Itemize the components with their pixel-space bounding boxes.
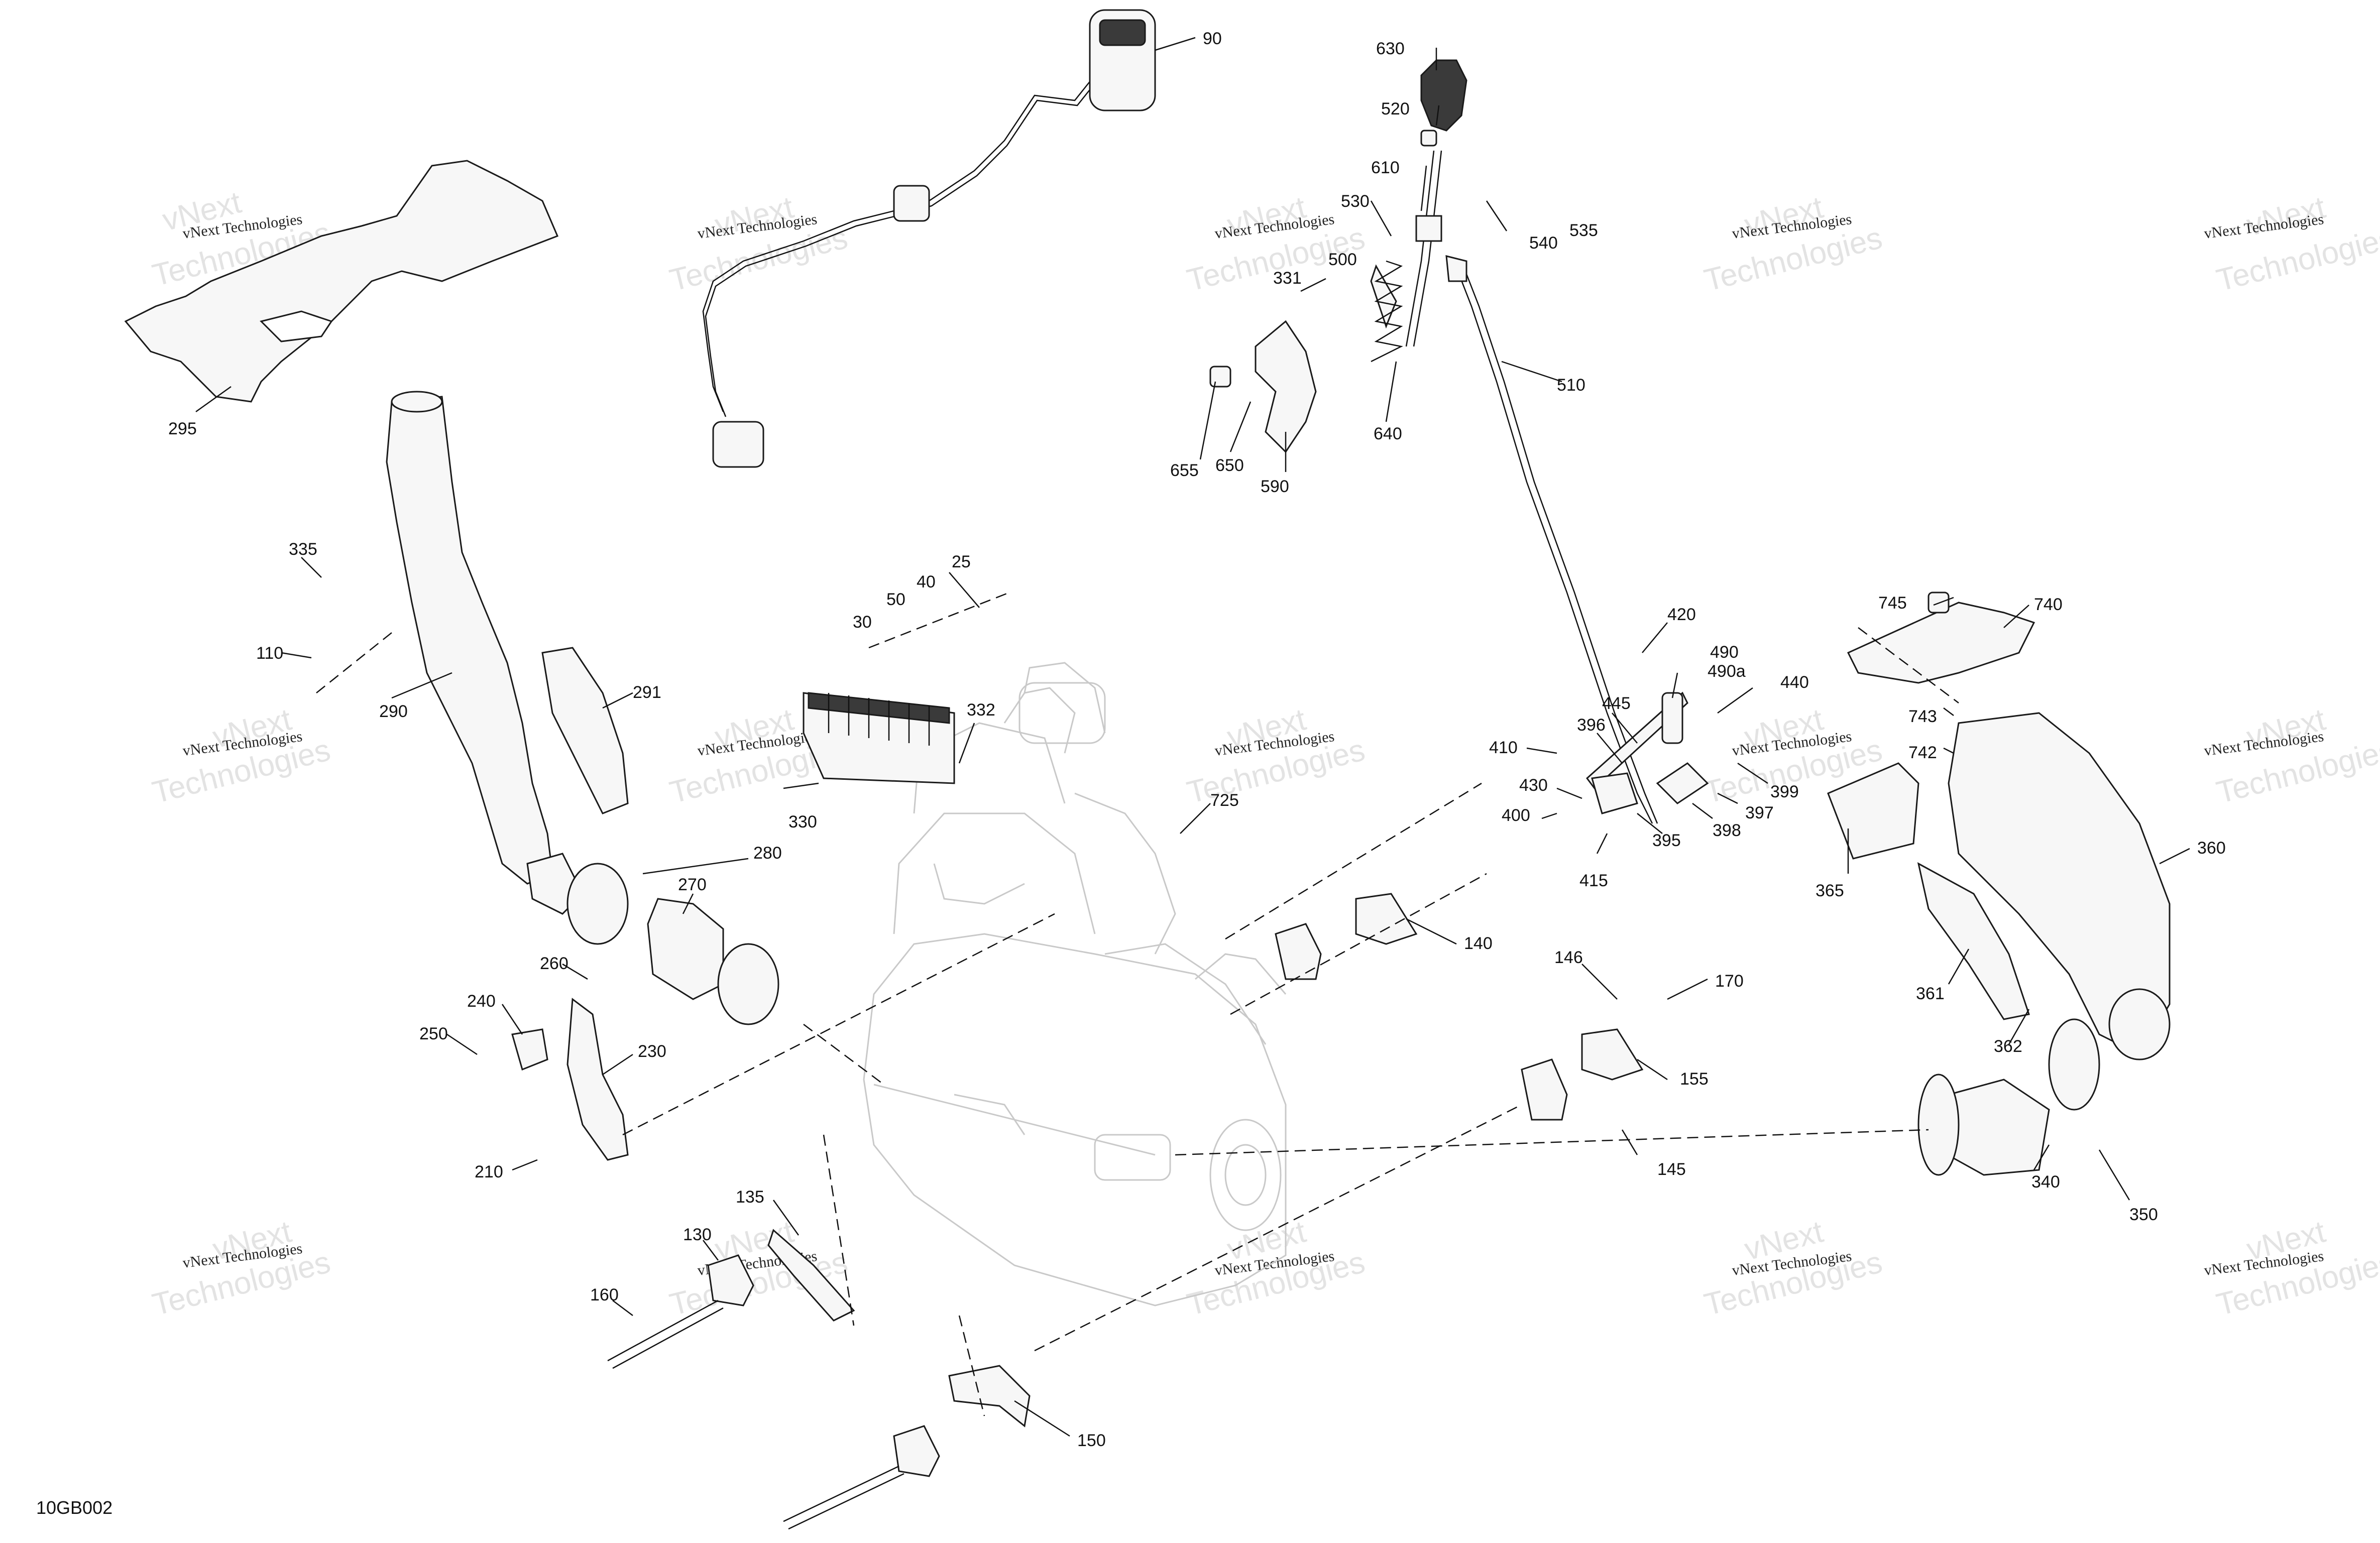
callout-420: 420: [1667, 605, 1696, 624]
callout-230: 230: [638, 1042, 666, 1061]
engine-mount-140: [1275, 893, 1418, 980]
callout-440: 440: [1780, 673, 1809, 692]
callout-530: 530: [1341, 192, 1370, 211]
callout-340: 340: [2031, 1172, 2060, 1192]
callout-500: 500: [1328, 250, 1357, 269]
callout-350: 350: [2129, 1205, 2158, 1224]
callout-743: 743: [1908, 707, 1937, 726]
callout-90: 90: [1203, 29, 1222, 48]
engine-mount-130: [607, 1229, 855, 1369]
callout-365: 365: [1816, 881, 1844, 900]
callout-145: 145: [1657, 1160, 1686, 1179]
callout-725: 725: [1210, 791, 1239, 810]
callout-540: 540: [1529, 233, 1558, 253]
callout-490a: 490a: [1708, 662, 1746, 681]
skid-plate-295: [124, 160, 558, 403]
engine-mount-150: [783, 1365, 1031, 1530]
callout-260: 260: [540, 954, 569, 973]
diagram-code: 10GB002: [36, 1497, 112, 1518]
callout-150: 150: [1077, 1431, 1106, 1450]
watermark-top-center-right: vNext Technologies vNext Technologies: [1701, 190, 1886, 298]
callout-170: 170: [1715, 972, 1744, 991]
watermark-top-right: vNext Technologies vNext Technologies: [2203, 190, 2380, 298]
watermark-bottom-center-right: vNext Technologies vNext Technologies: [1701, 1214, 1886, 1322]
callout-130: 130: [683, 1225, 712, 1244]
callout-630: 630: [1376, 39, 1405, 58]
engine-mount-155: [1521, 1028, 1644, 1121]
watermark-middle-right: vNext Technologies vNext Technologies: [2203, 702, 2380, 810]
bracket-740: [1847, 591, 2035, 684]
callout-210: 210: [475, 1162, 503, 1181]
callout-110: 110: [256, 644, 283, 663]
callout-397: 397: [1745, 803, 1774, 822]
watermark-top-center-left: vNext Technologies vNext Technologies: [666, 190, 851, 298]
callout-742: 742: [1908, 743, 1937, 762]
callout-50: 50: [886, 590, 905, 609]
linkage-assembly: [1585, 691, 1709, 814]
callout-398: 398: [1713, 821, 1741, 840]
callout-430: 430: [1519, 776, 1548, 795]
callout-332: 332: [967, 700, 995, 720]
callout-135: 135: [736, 1188, 764, 1207]
assembly-lines: [316, 591, 1959, 1416]
wiring-harness-90: [702, 9, 1156, 468]
watermark-bottom-right: vNext Technologies vNext Technologies: [2203, 1214, 2380, 1322]
callout-396: 396: [1577, 716, 1606, 735]
callout-650: 650: [1215, 456, 1244, 475]
callout-410: 410: [1489, 738, 1518, 757]
engine-ghost-drawing: [863, 662, 1287, 1307]
callout-395: 395: [1652, 831, 1681, 850]
callout-331: 331: [1273, 269, 1302, 288]
callout-295: 295: [168, 419, 197, 438]
callout-146: 146: [1554, 948, 1583, 967]
coupler-270: [566, 863, 779, 1025]
callout-labels: 90 630 520 610 530 500 331 535 540 510 6…: [168, 29, 2226, 1450]
callout-640: 640: [1374, 424, 1402, 443]
callout-590: 590: [1261, 477, 1289, 496]
callout-155: 155: [1680, 1070, 1709, 1089]
callout-25: 25: [952, 552, 971, 571]
callout-535: 535: [1569, 221, 1598, 240]
callout-510: 510: [1557, 376, 1585, 395]
callout-280: 280: [753, 844, 782, 863]
intake-duct-290: [386, 391, 629, 915]
callout-240: 240: [467, 992, 496, 1011]
callout-415: 415: [1579, 871, 1608, 890]
watermark-bottom-left: vNext Technologies vNext Technologies: [149, 1214, 334, 1322]
callout-330: 330: [788, 812, 817, 832]
callout-445: 445: [1602, 694, 1631, 713]
callout-40: 40: [917, 572, 936, 591]
callout-250: 250: [419, 1024, 448, 1043]
callout-740: 740: [2034, 595, 2063, 614]
callout-610: 610: [1371, 158, 1400, 177]
callout-655: 655: [1170, 461, 1199, 480]
callout-362: 362: [1994, 1037, 2022, 1056]
callout-360: 360: [2197, 839, 2226, 858]
callout-291: 291: [633, 683, 661, 702]
watermark-bottom-center: vNext Technologies vNext Technologies: [1184, 1214, 1369, 1322]
callout-490: 490: [1710, 643, 1739, 662]
callout-140: 140: [1464, 934, 1493, 953]
bracket-230: [511, 998, 629, 1161]
callout-leaders: [195, 37, 2190, 1437]
shifter-assembly: [1209, 59, 1658, 824]
exhaust-duct-360: [1827, 712, 2171, 1060]
callout-399: 399: [1770, 782, 1799, 801]
callout-361: 361: [1916, 984, 1945, 1003]
callout-520: 520: [1381, 99, 1410, 118]
callout-335: 335: [289, 540, 317, 559]
watermark-middle-left: vNext Technologies vNext Technologies: [149, 702, 334, 810]
callout-160: 160: [590, 1285, 619, 1304]
callout-270: 270: [678, 875, 707, 894]
boot-340: [1917, 1018, 2100, 1176]
callout-400: 400: [1502, 806, 1530, 825]
callout-290: 290: [379, 702, 408, 721]
ecm-module: [803, 692, 955, 784]
callout-745: 745: [1878, 594, 1907, 613]
callout-30: 30: [853, 613, 872, 632]
